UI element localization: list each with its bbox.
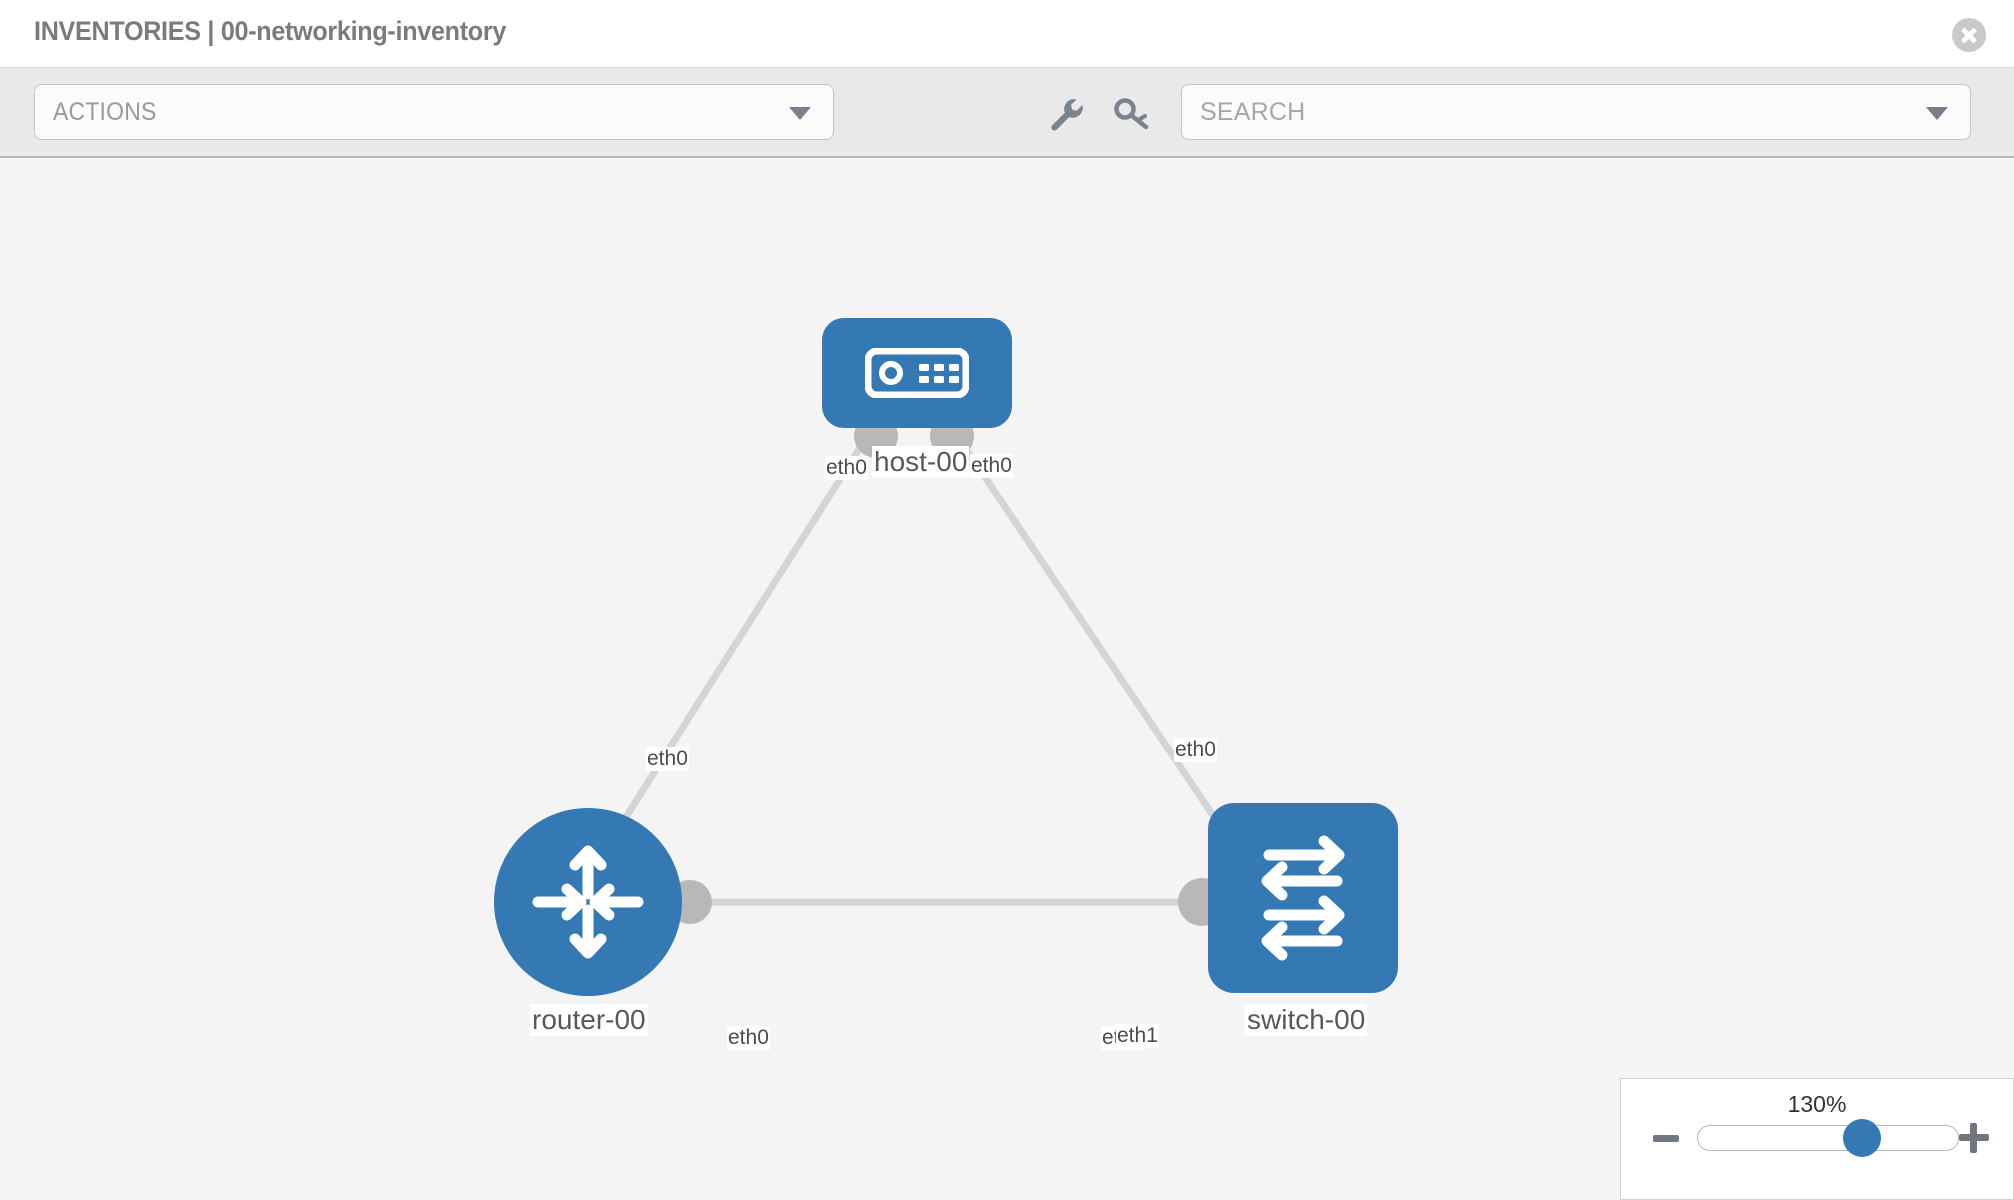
key-icon[interactable] [1113, 96, 1151, 132]
topology-links [597, 414, 1256, 926]
switch-arrows-icon [1261, 835, 1345, 961]
actions-dropdown[interactable]: ACTIONS [34, 84, 834, 140]
zoom-slider-track[interactable] [1697, 1125, 1959, 1151]
topology-node-host-00[interactable] [822, 318, 1012, 428]
interface-label-host-right: eth0 [970, 454, 1013, 478]
interface-label-switch-up: eth0 [1174, 738, 1217, 762]
zoom-in-button[interactable] [1959, 1123, 1989, 1153]
interface-label-router-up: eth0 [646, 747, 689, 771]
page-title: INVENTORIES | 00-networking-inventory [34, 16, 507, 46]
interface-label-switch-eth1: eth1 [1116, 1024, 1159, 1048]
topology-canvas[interactable]: host-00 router-00 switch-00 eth0 eth0 et… [0, 158, 2014, 1200]
node-label-host-00: host-00 [872, 446, 970, 478]
zoom-out-button[interactable] [1653, 1135, 1679, 1142]
interface-ports [668, 414, 1256, 926]
zoom-slider-thumb[interactable] [1842, 1119, 1881, 1157]
link-host-router [597, 441, 866, 860]
topology-node-router-00[interactable] [494, 808, 682, 996]
zoom-control-panel: 130% [1620, 1078, 2014, 1200]
toolbar: ACTIONS SEARCH [0, 68, 2014, 158]
window-titlebar: INVENTORIES | 00-networking-inventory [0, 0, 2014, 68]
search-placeholder: SEARCH [1200, 98, 1306, 126]
link-host-switch [959, 441, 1238, 850]
node-label-switch-00: switch-00 [1245, 1004, 1368, 1036]
wrench-icon[interactable] [1047, 96, 1085, 132]
server-device-icon [865, 348, 969, 398]
actions-dropdown-label: ACTIONS [53, 98, 157, 126]
chevron-down-icon [1926, 107, 1948, 120]
close-icon[interactable] [1952, 18, 1986, 52]
topology-node-switch-00[interactable] [1208, 803, 1398, 993]
interface-label-router-right: eth0 [727, 1026, 770, 1050]
chevron-down-icon [789, 107, 811, 120]
router-arrows-icon [532, 845, 644, 959]
zoom-percentage: 130% [1787, 1091, 1847, 1117]
interface-label-host-left: eth0 [825, 456, 868, 480]
node-label-router-00: router-00 [530, 1004, 648, 1036]
search-input[interactable]: SEARCH [1181, 84, 1971, 140]
